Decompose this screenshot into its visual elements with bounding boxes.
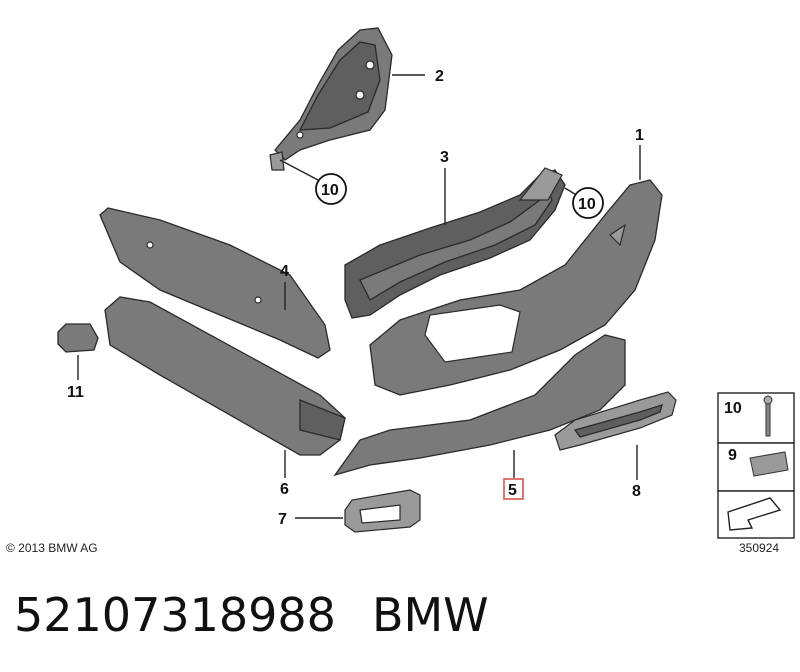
part-2-backrest-cover — [269, 27, 393, 171]
circled-callout-10-b: 10 — [572, 187, 604, 219]
callout-10-a: 10 — [321, 182, 339, 199]
part-4-trim-strip — [99, 207, 331, 359]
diagram-id: 350924 — [739, 541, 780, 555]
callout-6: 6 — [280, 481, 289, 498]
callout-1: 1 — [635, 127, 644, 144]
part-1-side-trim — [369, 179, 663, 396]
part-8-bracket — [554, 391, 677, 451]
leader-lines — [77, 74, 641, 519]
callout-2: 2 — [435, 68, 444, 85]
legend-panel: 10 9 — [717, 392, 795, 539]
callout-7: 7 — [278, 511, 287, 528]
callout-3: 3 — [440, 149, 449, 166]
callout-11: 11 — [67, 384, 84, 401]
callout-8: 8 — [632, 483, 641, 500]
footer-caption: 52107318988 BMW — [14, 588, 489, 642]
callout-4: 4 — [280, 263, 289, 280]
part-11-cap — [57, 323, 99, 353]
legend-label-10: 10 — [724, 400, 742, 417]
part-7-clip — [344, 489, 421, 533]
brand-name: BMW — [371, 588, 489, 642]
part-5-lower-cover — [333, 334, 626, 477]
callout-10-b: 10 — [578, 196, 596, 213]
part-number: 52107318988 — [14, 588, 336, 642]
callout-5: 5 — [508, 482, 517, 499]
circled-callout-10-a: 10 — [315, 173, 347, 205]
copyright-notice: © 2013 BMW AG — [6, 541, 98, 555]
part-3-frame-rail — [344, 167, 566, 319]
part-6-lower-panel — [104, 296, 346, 456]
highlight-box — [503, 478, 524, 500]
arrow-icon — [727, 497, 782, 531]
legend-label-9: 9 — [728, 447, 737, 464]
